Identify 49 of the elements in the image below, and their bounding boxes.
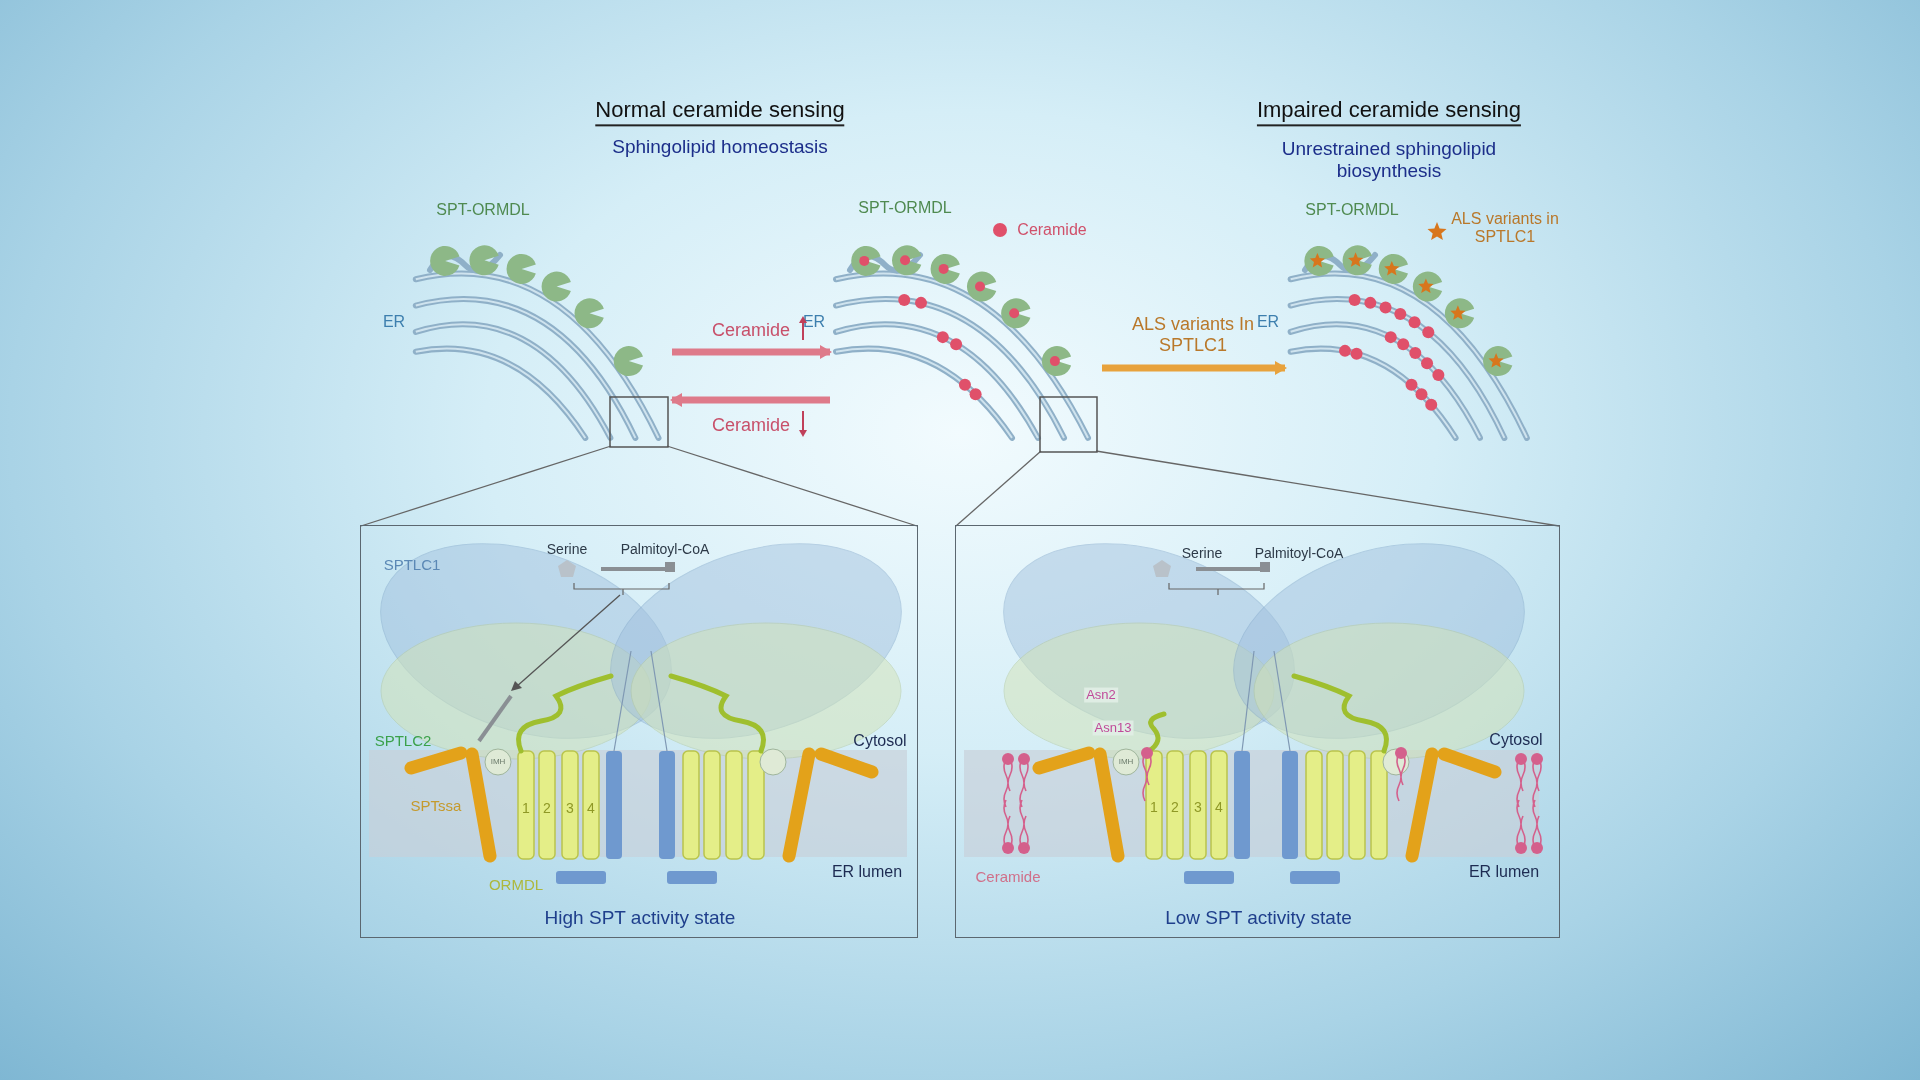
edge-label: Ceramide [712,319,790,341]
compartment-label: ER lumen [831,862,903,882]
panel-caption: Low SPT activity state [1165,907,1352,929]
legend-label: Ceramide [1017,220,1087,240]
protein-label: SPTLC2 [374,732,432,750]
substrate-label: Serine [546,540,588,558]
compartment-label: ER lumen [1468,862,1540,882]
panel-caption: High SPT activity state [544,907,736,929]
lipid-label: Ceramide [975,868,1041,886]
compartment-label: Cytosol [853,731,907,751]
panel-box [360,525,918,938]
compartment-label: Cytosol [1489,730,1543,750]
zoom-line [955,450,1042,527]
protein-label: SPTssa [410,797,462,815]
organelle-label: ER [382,312,406,332]
complex-label: SPT-ORMDL [436,200,530,220]
zoom-frame [609,396,669,448]
helix-number: 4 [587,799,595,817]
helix-number: 3 [1194,798,1202,816]
protein-label: ORMDL [488,876,544,894]
helix-number: 1 [522,799,530,817]
panel-box [955,525,1560,938]
heading: Normal ceramide sensing [595,97,845,127]
organelle-label: ER [1256,312,1280,332]
zoom-frame [1039,396,1098,453]
helix-number: 4 [1215,798,1223,816]
zoom-line [1095,450,1560,527]
complex-label: SPT-ORMDL [1305,200,1399,220]
helix-number: 2 [543,799,551,817]
complex-label: SPT-ORMDL [858,198,952,218]
substrate-label: Palmitoyl-CoA [1254,544,1344,562]
protein-label: SPTLC1 [383,556,441,574]
edge-label: Ceramide [712,414,790,436]
zoom-line [666,445,918,527]
domain-label: IMH [1118,757,1134,767]
residue-label: Asn13 [1092,720,1134,736]
edge-label: ALS variants In SPTLC1 [1130,314,1256,356]
zoom-line [360,445,612,527]
residue-label: Asn2 [1084,687,1118,703]
domain-label: IMH [490,757,506,767]
helix-number: 3 [566,799,574,817]
legend-label: ALS variants in SPTLC1 [1450,209,1560,247]
subheading: Unrestrained sphingolipid biosynthesis [1280,138,1498,182]
helix-number: 2 [1171,798,1179,816]
substrate-label: Serine [1181,544,1223,562]
subheading: Sphingolipid homeostasis [612,136,828,158]
helix-number: 1 [1150,798,1158,816]
heading: Impaired ceramide sensing [1256,97,1522,127]
substrate-label: Palmitoyl-CoA [620,540,710,558]
